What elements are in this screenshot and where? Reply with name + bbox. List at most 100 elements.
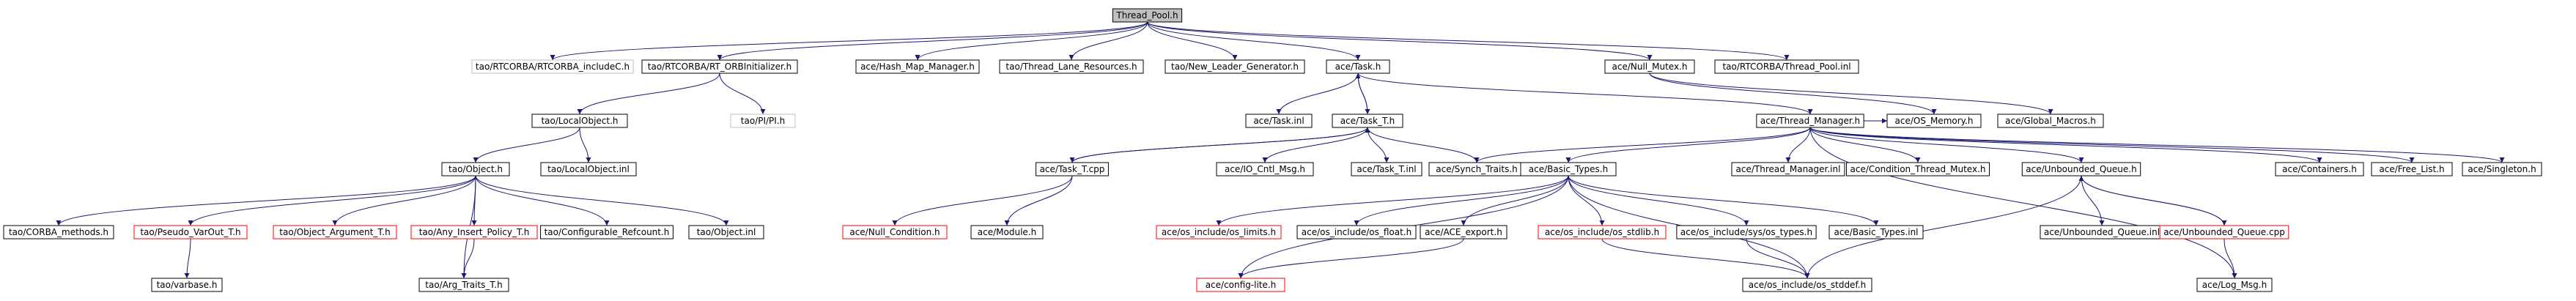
edge-task_h-to-task_inl — [1276, 73, 1359, 115]
node-thread_lane[interactable]: tao/Thread_Lane_Resources.h — [999, 59, 1144, 74]
node-label: tao/Thread_Lane_Resources.h — [1005, 62, 1137, 72]
node-box — [2159, 225, 2289, 239]
node-root[interactable]: Thread_Pool.h — [1112, 8, 1183, 23]
edge-root-to-new_leader — [1147, 21, 1238, 61]
node-label: ace/Thread_Manager.h — [1760, 116, 1860, 126]
node-box — [2021, 162, 2141, 176]
edge-basic_types_h-to-os_limits — [1216, 175, 1569, 226]
node-box — [1828, 225, 1924, 239]
node-unbounded_queue_cpp[interactable]: ace/Unbounded_Queue.cpp — [2159, 225, 2289, 239]
node-io_cntl[interactable]: ace/IO_Cntl_Msg.h — [1216, 162, 1314, 176]
node-localobject_h[interactable]: tao/LocalObject.h — [531, 114, 628, 128]
node-synch_traits[interactable]: ace/Synch_Traits.h — [1428, 162, 1525, 176]
node-cond_thread_mutex[interactable]: ace/Condition_Thread_Mutex.h — [1846, 162, 1990, 176]
node-os_stddef[interactable]: ace/os_include/os_stddef.h — [1742, 278, 1872, 292]
node-singleton[interactable]: ace/Singleton.h — [2462, 162, 2542, 176]
node-object_inl[interactable]: tao/Object.inl — [688, 225, 764, 239]
node-box — [1296, 225, 1417, 239]
node-box — [1156, 225, 1282, 239]
node-box — [855, 59, 980, 74]
node-thread_manager_inl[interactable]: ace/Thread_Manager.inl — [1731, 162, 1845, 176]
node-box — [1036, 162, 1109, 176]
node-unbounded_queue_inl[interactable]: ace/Unbounded_Queue.inl — [2040, 225, 2164, 239]
edge-basic_types_h-to-os_stdlib — [1568, 175, 1605, 226]
node-label: ace/Containers.h — [2282, 164, 2357, 174]
node-os_float[interactable]: ace/os_include/os_float.h — [1296, 225, 1417, 239]
node-basic_types_h[interactable]: ace/Basic_Types.h — [1520, 162, 1617, 176]
node-unbounded_queue_h[interactable]: ace/Unbounded_Queue.h — [2021, 162, 2141, 176]
node-localobject_inl[interactable]: tao/LocalObject.inl — [540, 162, 637, 176]
edge-unbounded_queue_cpp-to-unbounded_queue_h — [2078, 175, 2225, 226]
node-label: ace/os_include/os_stdlib.h — [1545, 227, 1659, 237]
node-label: tao/Pseudo_VarOut_T.h — [140, 227, 240, 237]
edge-ace_export-to-config_lite — [1238, 238, 1464, 279]
edge-basic_types_h-to-os_float — [1354, 175, 1569, 226]
edge-thread_manager_h-to-free_list — [1809, 127, 2415, 163]
edge-os_stdlib-to-os_stddef — [1601, 238, 1810, 279]
node-task_inl[interactable]: ace/Task.inl — [1245, 114, 1313, 128]
node-configurable_ref[interactable]: tao/Configurable_Refcount.h — [540, 225, 673, 239]
node-null_mutex[interactable]: ace/Null_Mutex.h — [1604, 59, 1695, 74]
node-free_list[interactable]: ace/Free_List.h — [2371, 162, 2453, 176]
node-box — [641, 59, 798, 74]
node-arg_traits[interactable]: tao/Arg_Traits_T.h — [418, 278, 509, 292]
node-box — [1846, 162, 1990, 176]
node-box — [1112, 8, 1183, 23]
edge-task_t_h-to-io_cntl — [1262, 127, 1368, 163]
node-label: tao/RTCORBA/Thread_Pool.inl — [1722, 62, 1850, 72]
node-corba_methods[interactable]: tao/CORBA_methods.h — [3, 225, 114, 239]
node-task_t_h[interactable]: ace/Task_T.h — [1332, 114, 1403, 128]
node-box — [1756, 114, 1864, 128]
node-os_memory[interactable]: ace/OS_Memory.h — [1886, 114, 1982, 128]
node-null_condition[interactable]: ace/Null_Condition.h — [842, 225, 948, 239]
edge-task_t_h-to-task_h — [1355, 73, 1368, 115]
edge-pseudo_varout-to-varbase — [184, 238, 191, 279]
node-rtc_includeC: tao/RTCORBA/RTCORBA_includeC.h — [471, 59, 634, 74]
edge-thread_manager_h-to-thread_manager_inl — [1785, 127, 1811, 163]
node-label: tao/LocalObject.h — [541, 116, 618, 126]
node-box — [1165, 59, 1305, 74]
edge-localobject_h-to-object_h — [473, 127, 580, 163]
node-os_stdlib[interactable]: ace/os_include/os_stdlib.h — [1538, 225, 1667, 239]
node-hash_map[interactable]: ace/Hash_Map_Manager.h — [855, 59, 980, 74]
edge-object_h-to-object_arg — [332, 175, 476, 226]
node-box — [540, 225, 673, 239]
node-object_arg[interactable]: tao/Object_Argument_T.h — [273, 225, 397, 239]
node-global_macros[interactable]: ace/Global_Macros.h — [1997, 114, 2104, 128]
node-any_insert[interactable]: tao/Any_Insert_Policy_T.h — [410, 225, 538, 239]
edge-root-to-hash_map — [915, 21, 1148, 61]
node-label: ace/Task_T.h — [1340, 116, 1395, 126]
node-label: ace/Task.h — [1335, 62, 1381, 72]
node-pseudo_varout[interactable]: tao/Pseudo_VarOut_T.h — [133, 225, 248, 239]
node-thread_manager_h[interactable]: ace/Thread_Manager.h — [1756, 114, 1864, 128]
node-label: tao/PI/PI.h — [741, 116, 785, 126]
node-containers[interactable]: ace/Containers.h — [2275, 162, 2364, 176]
node-task_h[interactable]: ace/Task.h — [1326, 59, 1390, 74]
node-os_limits[interactable]: ace/os_include/os_limits.h — [1156, 225, 1282, 239]
node-log_msg[interactable]: ace/Log_Msg.h — [2196, 278, 2273, 292]
node-label: ace/os_include/os_stddef.h — [1749, 280, 1866, 290]
edge-task_t_cpp-to-null_condition — [892, 175, 1073, 226]
node-tp_inl[interactable]: tao/RTCORBA/Thread_Pool.inl — [1714, 59, 1859, 74]
node-module_h[interactable]: ace/Module.h — [970, 225, 1044, 239]
node-box — [688, 225, 764, 239]
node-task_t_inl[interactable]: ace/Task_T.inl — [1351, 162, 1422, 176]
edge-basic_types_h-to-ace_export — [1461, 175, 1569, 226]
node-config_lite[interactable]: ace/config-lite.h — [1196, 278, 1285, 292]
node-ace_export[interactable]: ace/ACE_export.h — [1420, 225, 1507, 239]
node-task_t_cpp[interactable]: ace/Task_T.cpp — [1036, 162, 1109, 176]
node-label: ace/Unbounded_Queue.inl — [2044, 227, 2160, 237]
node-new_leader[interactable]: tao/New_Leader_Generator.h — [1165, 59, 1305, 74]
node-os_sys_types[interactable]: ace/os_include/sys/os_types.h — [1676, 225, 1817, 239]
node-varbase[interactable]: tao/varbase.h — [151, 278, 223, 292]
node-box — [1332, 114, 1403, 128]
node-label: ace/Free_List.h — [2379, 164, 2444, 174]
node-object_h[interactable]: tao/Object.h — [441, 162, 510, 176]
node-label: ace/Basic_Types.h — [1529, 164, 1608, 174]
edge-thread_manager_h-to-basic_types_h — [1565, 127, 1811, 163]
node-rt_orbinit[interactable]: tao/RTCORBA/RT_ORBInitializer.h — [641, 59, 798, 74]
node-basic_types_inl[interactable]: ace/Basic_Types.inl — [1828, 225, 1924, 239]
edge-basic_types_h-to-basic_types_inl — [1568, 175, 1879, 226]
node-box — [1420, 225, 1507, 239]
edge-object_h-to-object_inl — [475, 175, 729, 226]
